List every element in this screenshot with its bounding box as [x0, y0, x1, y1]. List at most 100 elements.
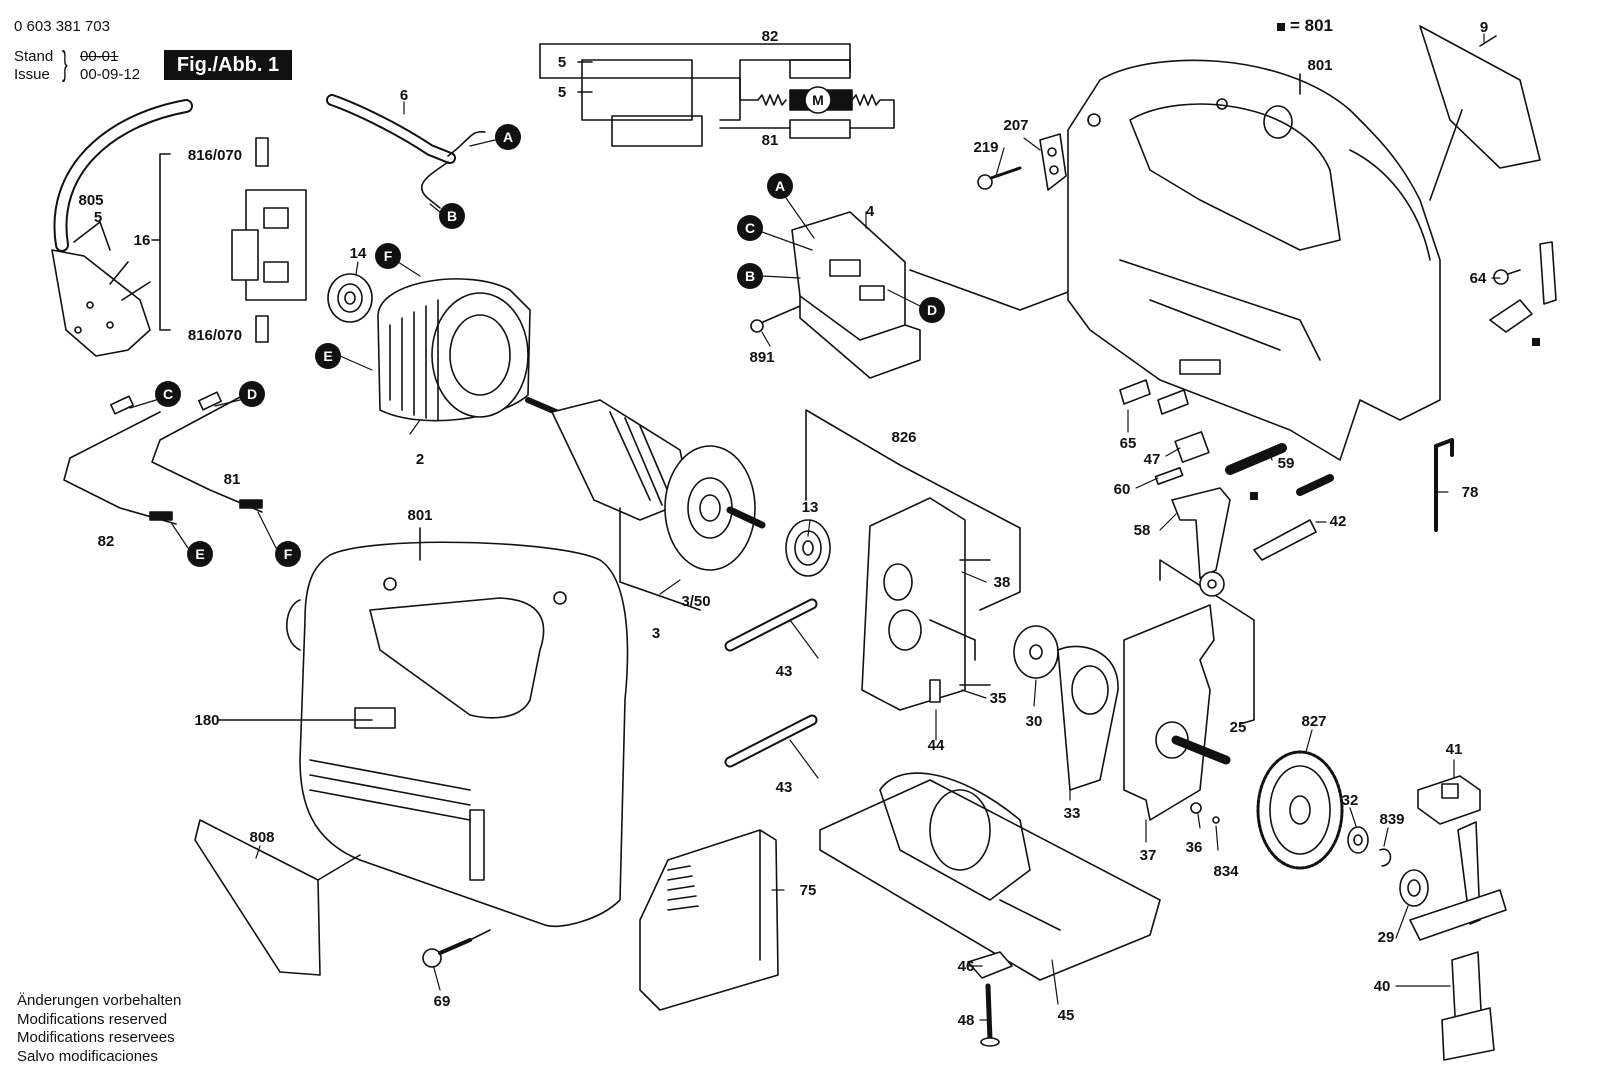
- label-816-top: 816/070: [188, 147, 242, 164]
- label-69: 69: [434, 993, 451, 1010]
- roller-41: [1417, 775, 1481, 825]
- disclaimer-de: Änderungen vorbehalten: [17, 992, 182, 1009]
- label-82-wire: 82: [98, 533, 115, 550]
- callout-b-switch-label: B: [745, 268, 755, 284]
- pin-43-upper: [724, 598, 818, 652]
- callout-d-switch-label: D: [927, 302, 937, 318]
- guide-frame-826: [861, 497, 976, 711]
- label-32: 32: [1342, 792, 1359, 809]
- screw-69: [422, 929, 491, 968]
- label-82-schematic: 82: [762, 28, 779, 45]
- label-5-schematic-b: 5: [558, 84, 566, 101]
- label-816-bottom: 816/070: [188, 327, 242, 344]
- part-number: 0 603 381 703: [14, 18, 110, 35]
- label-30: 30: [1026, 713, 1043, 730]
- callout-leaders: [129, 139, 921, 549]
- label-16: 16: [134, 232, 151, 249]
- label-25: 25: [1230, 719, 1247, 736]
- callout-c-switch: C: [737, 215, 763, 241]
- cover-808: [194, 819, 361, 976]
- plate-60: [1154, 466, 1184, 486]
- pin-59: [1225, 443, 1287, 475]
- callout-c-wire: C: [155, 381, 181, 407]
- washer-36: [1190, 802, 1220, 824]
- callout-a-switch-label: A: [775, 178, 785, 194]
- clip-207: [1039, 133, 1067, 191]
- brush-holder-16: [231, 137, 307, 343]
- callout-e-stator: E: [315, 343, 341, 369]
- bracket-16: [159, 153, 171, 331]
- callout-d-wire-label: D: [247, 386, 257, 402]
- callout-d-switch: D: [919, 297, 945, 323]
- label-9: 9: [1480, 19, 1488, 36]
- label-43-upper: 43: [776, 663, 793, 680]
- label-59: 59: [1278, 455, 1295, 472]
- leader-5: [99, 221, 111, 251]
- label-826: 826: [891, 429, 916, 446]
- washer-32: [1347, 826, 1369, 854]
- screw-219: [977, 166, 1022, 190]
- housing-801-exterior: [286, 541, 629, 928]
- spring-42: [1253, 519, 1317, 561]
- bracket-25: [1159, 559, 1255, 725]
- plunger-40: [1409, 821, 1507, 1061]
- callout-c-switch-label: C: [745, 220, 755, 236]
- label-6: 6: [400, 87, 408, 104]
- label-891: 891: [749, 349, 774, 366]
- wire-82: [63, 395, 177, 525]
- label-33: 33: [1064, 805, 1081, 822]
- callout-b-cable: B: [439, 203, 465, 229]
- brace-glyph: }: [62, 45, 68, 83]
- disclaimer-block: Änderungen vorbehalten Modifications res…: [17, 992, 181, 1066]
- stand-label: Stand: [14, 48, 54, 65]
- screw-48: [980, 983, 1000, 1047]
- part-labels: 805 5 6 816/070 816/070 16 14 2 82 81 82…: [78, 19, 1488, 1029]
- disclaimer-en: Modifications reserved: [17, 1010, 168, 1028]
- disclaimer-es: Salvo modificaciones: [17, 1047, 158, 1065]
- block-65: [1119, 379, 1189, 415]
- callout-b-cable-label: B: [447, 208, 457, 224]
- cover-75: [639, 829, 779, 1011]
- leader-lines: [255, 33, 1501, 1021]
- bracket-826: [805, 409, 1021, 611]
- hex-key-78: [1434, 438, 1454, 532]
- label-3: 3: [652, 625, 660, 642]
- callout-c-wire-label: C: [163, 386, 173, 402]
- callout-b-switch: B: [737, 263, 763, 289]
- label-81-wire: 81: [224, 471, 241, 488]
- label-65: 65: [1120, 435, 1137, 452]
- label-45: 45: [1058, 1007, 1075, 1024]
- armature-3: [525, 397, 766, 571]
- callout-markers: A B F E C D E F A C B D: [155, 124, 945, 567]
- label-38: 38: [994, 574, 1011, 591]
- label-58: 58: [1134, 522, 1151, 539]
- screw-891: [750, 305, 801, 333]
- leader-805: [73, 221, 101, 243]
- label-78: 78: [1462, 484, 1479, 501]
- label-13: 13: [802, 499, 819, 516]
- clamp-46: [967, 951, 1013, 979]
- label-5-schematic-a: 5: [558, 54, 566, 71]
- callout-f-wire-label: F: [284, 546, 293, 562]
- callout-e-stator-label: E: [323, 348, 332, 364]
- housing-801-interior: [1067, 59, 1441, 461]
- stand-date: 00-01: [80, 48, 119, 65]
- label-60: 60: [1114, 481, 1131, 498]
- label-219: 219: [973, 139, 998, 156]
- callout-a-switch: A: [767, 173, 793, 199]
- pin-64: [1489, 241, 1557, 333]
- legend-text: = 801: [1290, 16, 1334, 35]
- issue-label: Issue: [14, 66, 50, 83]
- callout-e-wire: E: [187, 541, 213, 567]
- figure-label: Fig./Abb. 1: [164, 50, 292, 80]
- callout-f-stator: F: [375, 243, 401, 269]
- label-808: 808: [249, 829, 274, 846]
- label-805: 805: [78, 192, 103, 209]
- label-29: 29: [1378, 929, 1395, 946]
- switch-4: [791, 211, 1101, 379]
- label-40: 40: [1374, 978, 1391, 995]
- callout-f-wire: F: [275, 541, 301, 567]
- plate-47: [1174, 431, 1210, 463]
- pin-44: [929, 679, 941, 703]
